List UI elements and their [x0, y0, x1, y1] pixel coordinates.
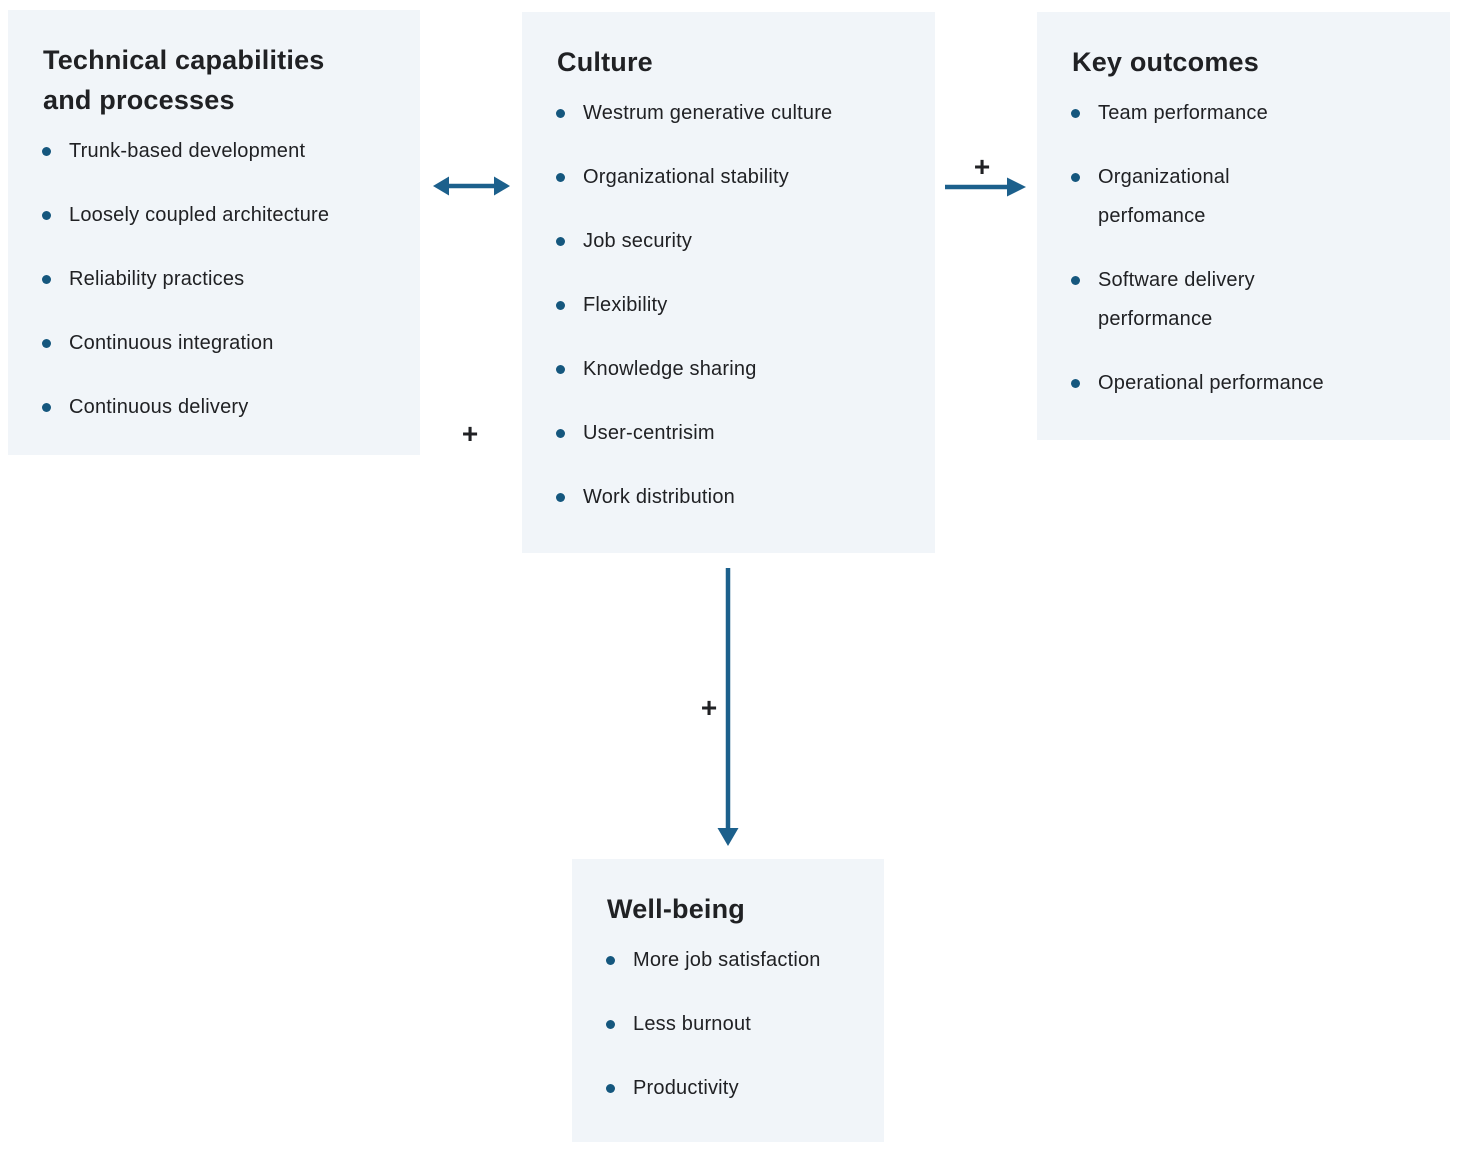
bullet-icon: [42, 211, 51, 220]
list-item: Westrum generative culture: [555, 94, 907, 133]
list-item-label: More job satisfaction: [633, 949, 821, 971]
bullet-icon: [556, 237, 565, 246]
list-item-label: Work distribution: [583, 486, 735, 508]
list-item-label: Operational performance: [1098, 372, 1324, 394]
list-item: Organizational perfomance: [1070, 158, 1422, 236]
plus-label-tech-culture: +: [461, 418, 479, 449]
list-item-label: Organizational stability: [583, 166, 790, 188]
bidirectional-arrow-tech-culture: [433, 176, 510, 196]
list-item-label: Flexibility: [583, 294, 668, 316]
bullet-icon: [556, 173, 565, 182]
list-item: Operational performance: [1070, 364, 1422, 403]
list-item-label: Knowledge sharing: [583, 358, 757, 380]
plus-label-culture-outcomes: +: [973, 151, 991, 182]
list-item-label: User-centrisim: [583, 422, 715, 444]
item-list-key-outcomes: Team performance Organizational perfoman…: [1070, 94, 1422, 403]
list-item-label: Reliability practices: [69, 268, 245, 290]
bullet-icon: [1071, 173, 1080, 182]
list-item: Productivity: [605, 1069, 856, 1108]
list-item: Team performance: [1070, 94, 1422, 133]
list-item-label: Continuous delivery: [69, 396, 249, 418]
panel-title-well-being: Well-being: [607, 894, 746, 924]
plus-label-culture-wellbeing: +: [700, 692, 718, 723]
list-item-label: Organizational perfomance: [1098, 166, 1230, 227]
list-item-label: Westrum generative culture: [583, 102, 833, 124]
list-item-label: Productivity: [633, 1077, 739, 1099]
bullet-icon: [42, 403, 51, 412]
list-item-label: Continuous integration: [69, 332, 274, 354]
panel-technical-capabilities: Technical capabilities and processes Tru…: [8, 10, 420, 455]
bullet-icon: [556, 429, 565, 438]
panel-title-key-outcomes: Key outcomes: [1072, 47, 1259, 77]
list-item: Work distribution: [555, 478, 907, 517]
list-item: Loosely coupled architecture: [41, 196, 392, 235]
list-item: Continuous integration: [41, 324, 392, 363]
list-item: Knowledge sharing: [555, 350, 907, 389]
list-item: More job satisfaction: [605, 941, 856, 980]
list-item-label: Trunk-based development: [69, 140, 306, 162]
bullet-icon: [556, 493, 565, 502]
panel-key-outcomes: Key outcomes Team performance Organizati…: [1037, 12, 1450, 440]
bullet-icon: [42, 275, 51, 284]
panel-title-technical: Technical capabilities and processes: [43, 45, 325, 115]
list-item-label: Less burnout: [633, 1013, 752, 1035]
bullet-icon: [42, 339, 51, 348]
bullet-icon: [556, 301, 565, 310]
bullet-icon: [556, 365, 565, 374]
panel-culture: Culture Westrum generative culture Organ…: [522, 12, 935, 553]
list-item-label: Job security: [583, 230, 693, 252]
bullet-icon: [1071, 276, 1080, 285]
list-item-label: Team performance: [1098, 102, 1268, 124]
bullet-icon: [1071, 109, 1080, 118]
list-item: Flexibility: [555, 286, 907, 325]
down-arrow-culture-wellbeing: [717, 568, 739, 846]
list-item-label: Loosely coupled architecture: [69, 204, 330, 226]
list-item: Less burnout: [605, 1005, 856, 1044]
list-item: Software delivery performance: [1070, 261, 1422, 339]
panel-title-culture: Culture: [557, 47, 653, 77]
item-list-culture: Westrum generative culture Organizationa…: [555, 94, 907, 517]
list-item: Trunk-based development: [41, 132, 392, 171]
list-item: User-centrisim: [555, 414, 907, 453]
bullet-icon: [42, 147, 51, 156]
bullet-icon: [606, 1020, 615, 1029]
bullet-icon: [556, 109, 565, 118]
bullet-icon: [1071, 379, 1080, 388]
panel-well-being: Well-being More job satisfaction Less bu…: [572, 859, 884, 1142]
list-item: Organizational stability: [555, 158, 907, 197]
list-item: Job security: [555, 222, 907, 261]
list-item-label: Software delivery performance: [1098, 269, 1255, 330]
item-list-well-being: More job satisfaction Less burnout Produ…: [605, 941, 856, 1108]
list-item: Reliability practices: [41, 260, 392, 299]
list-item: Continuous delivery: [41, 388, 392, 427]
bullet-icon: [606, 956, 615, 965]
item-list-technical: Trunk-based development Loosely coupled …: [41, 132, 392, 427]
bullet-icon: [606, 1084, 615, 1093]
